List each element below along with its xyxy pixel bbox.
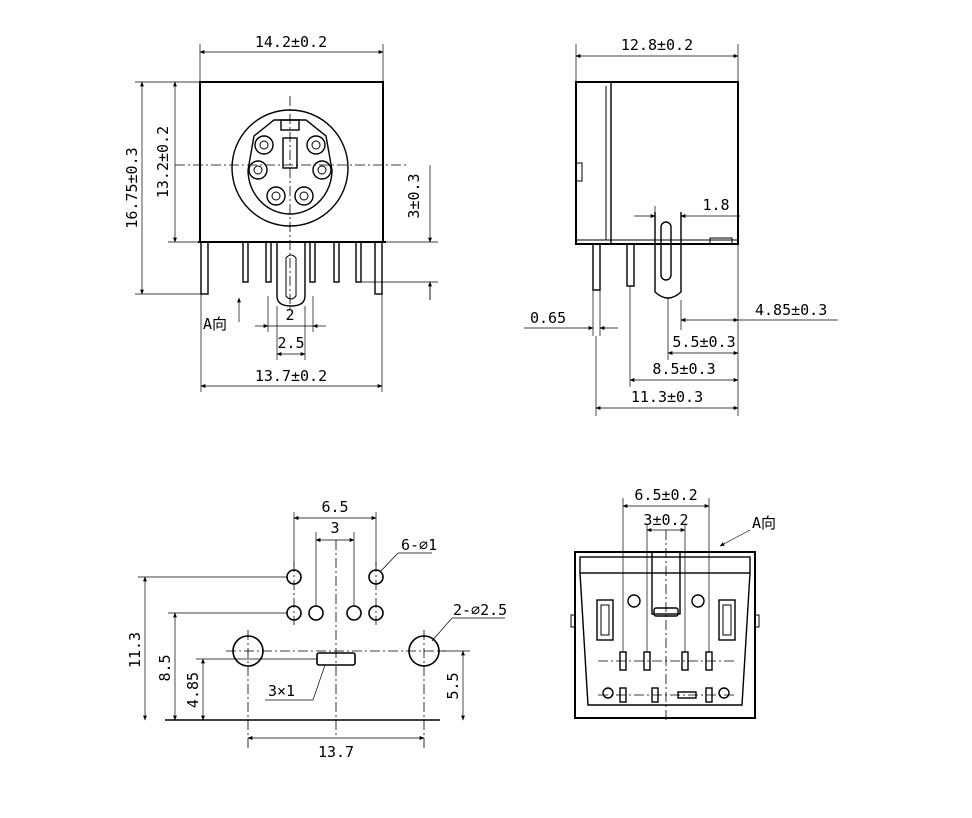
dim-485: 4.85±0.3 [755,301,827,319]
dim-height-body: 13.2±0.2 [154,126,172,198]
dim-hole-span: 6.5 [321,498,348,516]
dim-55: 5.5±0.3 [672,333,735,351]
side-view: 12.8±0.2 1.8 0.65 4.85±0.3 5.5±0.3 8.5±0… [524,36,838,416]
dim-bottom-span: 6.5±0.2 [634,486,697,504]
dim-bottom-pitch: 3±0.2 [643,511,688,529]
bottom-view: 6.5±0.2 3±0.2 A向 [570,486,776,720]
dim-pcb-55: 5.5 [444,672,462,699]
dim-depth: 12.8±0.2 [621,36,693,54]
dim-pin-height: 3±0.3 [405,173,423,218]
dim-hole-pitch: 3 [330,519,339,537]
label-slot: 3×1 [268,682,295,700]
dim-tab-width: 1.8 [702,196,729,214]
dim-pin-thickness: 0.65 [530,309,566,327]
dim-pin-pitch: 2 [285,306,294,324]
label-small-holes: 6-⌀1 [401,536,437,554]
dim-pin-span: 2.5 [277,334,304,352]
front-view: 14.2±0.2 16.75±0.3 13.2±0.2 3±0.3 A向 2 2… [123,33,438,392]
dim-pcb-85: 8.5 [156,654,174,681]
label-bottom-a-direction: A向 [752,514,776,532]
dim-width-top: 14.2±0.2 [255,33,327,51]
label-large-holes: 2-⌀2.5 [453,601,507,619]
din-pin-holes [248,135,332,206]
dim-pcb-113: 11.3 [126,632,144,668]
dim-85: 8.5±0.3 [652,360,715,378]
dim-height-total: 16.75±0.3 [123,147,141,228]
pcb-layout: 6.5 3 6-⌀1 2-⌀2.5 11.3 8.5 4.85 5.5 [126,498,507,761]
dim-pcb-485: 4.85 [184,672,202,708]
label-a-direction: A向 [203,315,227,333]
dim-width-bottom: 13.7±0.2 [255,367,327,385]
dim-pcb-width: 13.7 [318,743,354,761]
small-holes [286,569,384,621]
dim-113: 11.3±0.3 [631,388,703,406]
